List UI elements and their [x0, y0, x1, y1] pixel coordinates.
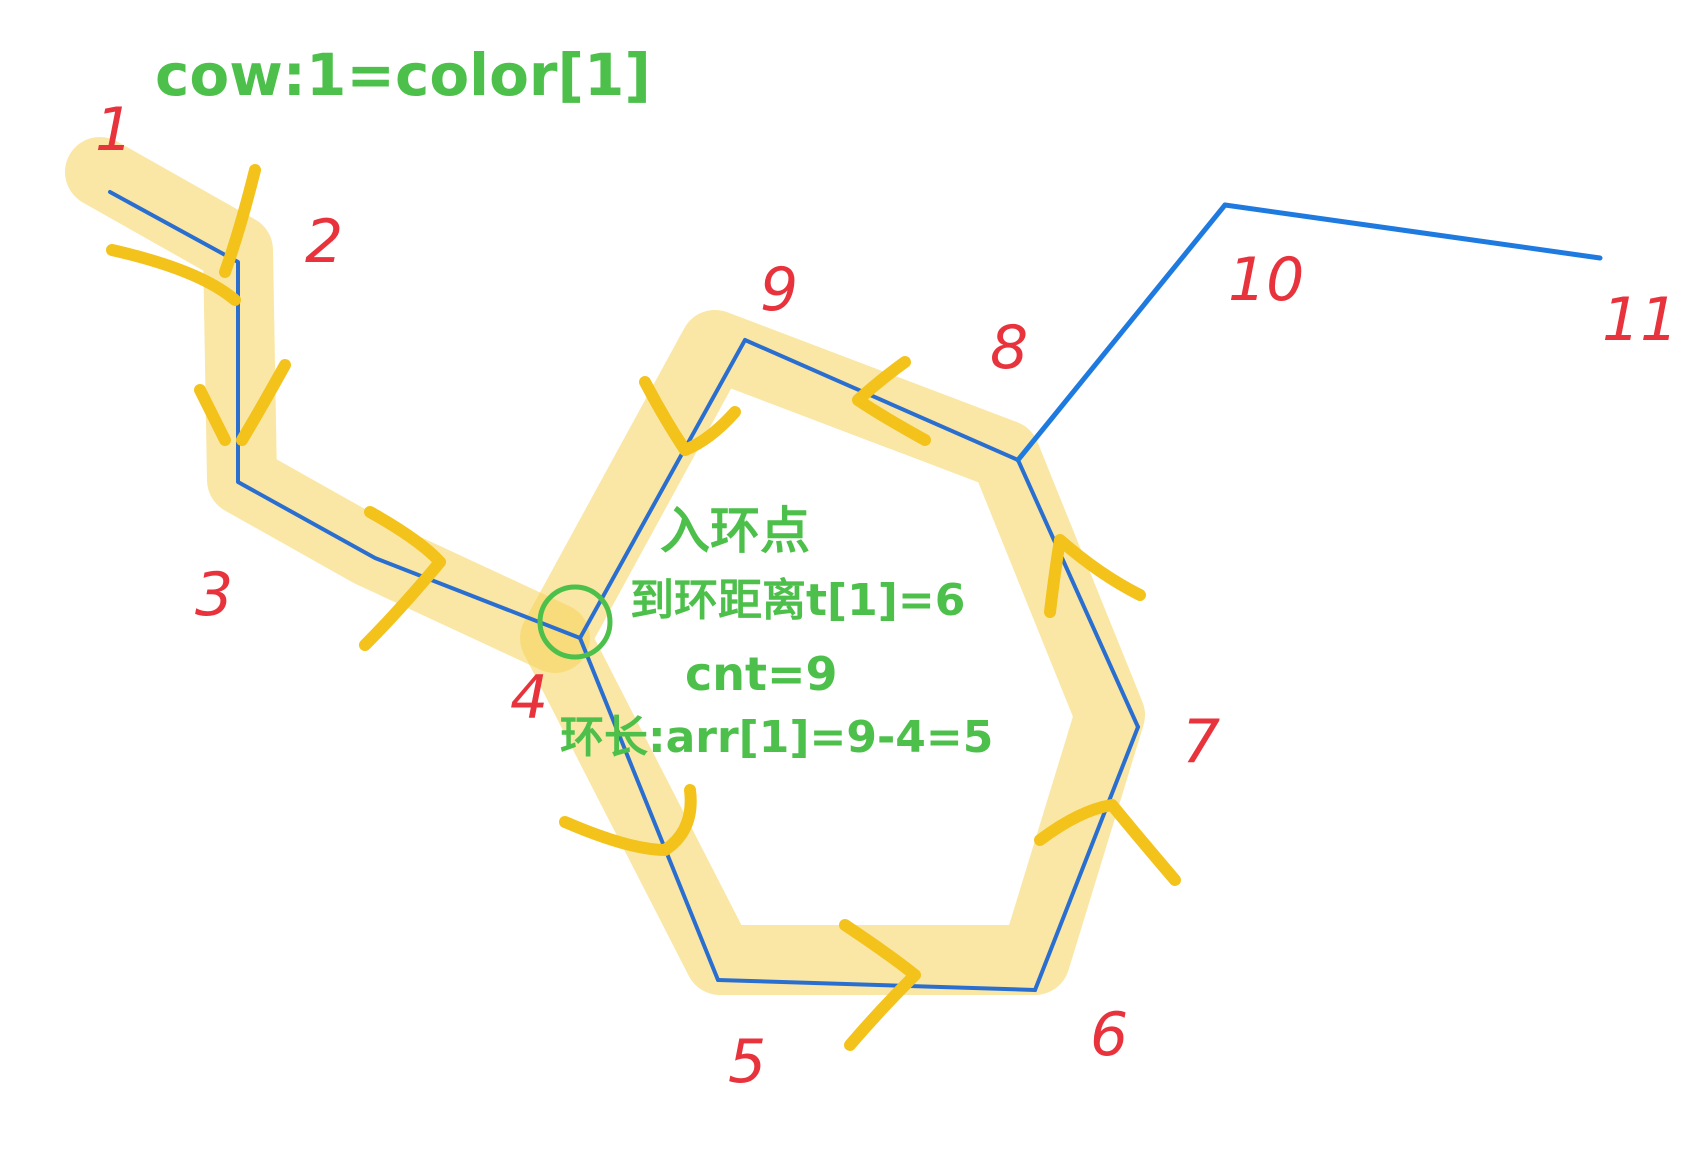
note-count: cnt=9	[685, 647, 838, 701]
arrow-5-6	[839, 919, 921, 1051]
entry-point-circle	[537, 584, 613, 660]
arrow-4-5	[559, 784, 697, 856]
node-label-11: 11	[1602, 285, 1678, 355]
note-distance: 到环距离t[1]=6	[630, 575, 965, 626]
arrow-9-4	[639, 376, 741, 456]
direction-arrows	[106, 164, 1181, 1051]
node-label-2: 2	[305, 207, 343, 277]
edge-5-6	[716, 978, 1037, 992]
note-entry-title: 入环点	[660, 502, 810, 560]
node-label-7: 7	[1182, 707, 1220, 777]
arrow-8-9	[852, 356, 931, 446]
highlight-cycle-path	[520, 310, 1145, 995]
node-label-8: 8	[990, 313, 1028, 383]
node-labels: 1 2 3 4 5 6 7 8 9 10 11	[95, 95, 1678, 1097]
arrow-3-4	[359, 506, 446, 651]
node-label-1: 1	[95, 95, 133, 165]
arrow-6-7	[1034, 799, 1181, 886]
edge-4-5	[578, 636, 720, 982]
node-label-9: 9	[760, 255, 798, 325]
arrow-1-2	[106, 164, 261, 306]
arrow-2-3	[194, 359, 291, 446]
edge-9-4	[578, 338, 747, 640]
note-length: 环长:arr[1]=9-4=5	[560, 712, 993, 763]
edge-10-11	[1222, 202, 1603, 261]
edges	[108, 190, 1603, 992]
edge-8-10	[1015, 202, 1228, 463]
node-label-6: 6	[1090, 1000, 1128, 1070]
node-label-3: 3	[195, 560, 233, 630]
node-label-10: 10	[1228, 245, 1304, 315]
edge-8-9	[743, 338, 1020, 462]
node-label-5: 5	[728, 1027, 766, 1097]
edge-6-7	[1033, 725, 1140, 992]
edge-7-8	[1016, 458, 1140, 729]
node-label-4: 4	[510, 663, 548, 733]
arrow-7-8	[1044, 534, 1146, 618]
edge-1-2-3-4	[108, 190, 582, 640]
note-top: cow:1=color[1]	[155, 41, 651, 109]
notes: cow:1=color[1] 入环点 到环距离t[1]=6 cnt=9 环长:a…	[155, 41, 993, 763]
